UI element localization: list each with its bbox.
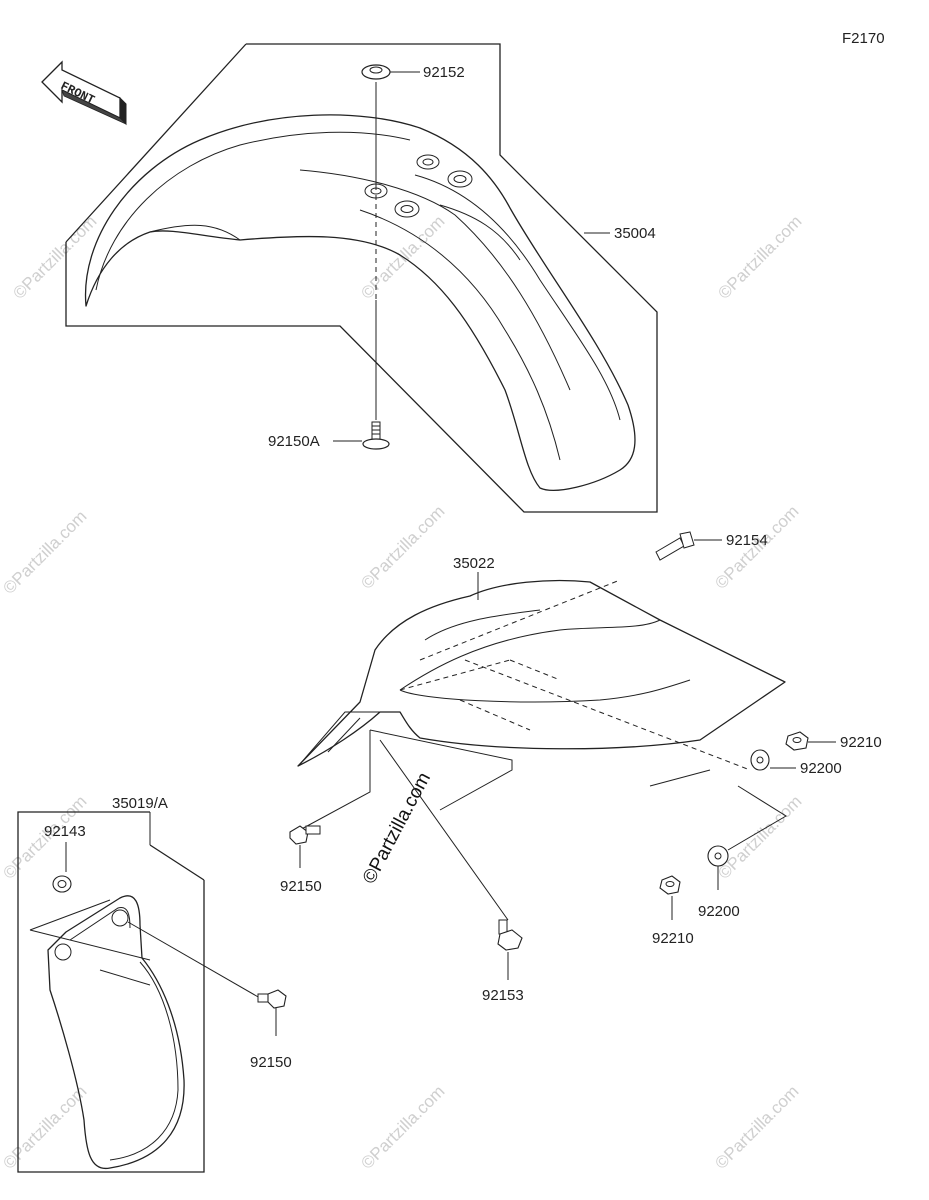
watermark: ©Partzilla.com	[0, 507, 90, 598]
part-label-92152[interactable]: 92152	[423, 64, 465, 81]
nut-icon	[659, 875, 681, 895]
nut-icon	[785, 731, 809, 751]
bolt-icon	[497, 919, 523, 951]
watermark: ©Partzilla.com	[714, 792, 805, 883]
front-fender-group: 92152 92150A 35004	[65, 43, 658, 513]
front-arrow-icon: FRONT	[41, 60, 127, 126]
washer-icon	[750, 749, 770, 771]
bolt-icon	[655, 531, 695, 561]
part-label-35019A[interactable]: 35019/A	[112, 795, 168, 812]
part-label-92153[interactable]: 92153	[482, 987, 524, 1004]
mud-flap-group: 35019/A 92143 92150	[17, 795, 292, 1173]
grommet-icon	[52, 875, 72, 893]
watermark: ©Partzilla.com	[357, 502, 448, 593]
watermark: ©Partzilla.com	[0, 1082, 90, 1173]
mud-flap-body	[47, 895, 185, 1170]
part-label-92200[interactable]: 92200	[800, 760, 842, 777]
watermark: ©Partzilla.com	[711, 1082, 802, 1173]
rear-fender-body	[297, 579, 786, 767]
diagram-id: F2170	[842, 30, 885, 47]
front-fender-frame	[65, 43, 658, 513]
rear-fender-group: 35022 92154 92210 922	[280, 531, 882, 1004]
part-label-92150[interactable]: 92150	[250, 1054, 292, 1071]
part-label-92154[interactable]: 92154	[726, 532, 768, 549]
part-label-92210[interactable]: 92210	[652, 930, 694, 947]
watermark: ©Partzilla.com	[357, 1082, 448, 1173]
part-label-92150A[interactable]: 92150A	[268, 433, 320, 450]
grommet-icon	[361, 64, 391, 80]
part-label-92143[interactable]: 92143	[44, 823, 86, 840]
watermark: ©Partzilla.com	[714, 212, 805, 303]
front-fender-body	[84, 114, 636, 491]
part-label-92210[interactable]: 92210	[840, 734, 882, 751]
part-label-35004[interactable]: 35004	[614, 225, 656, 242]
watermark: ©Partzilla.com	[9, 212, 100, 303]
washer-icon	[707, 845, 729, 867]
watermark-layer: ©Partzilla.com ©Partzilla.com ©Partzilla…	[0, 212, 805, 1173]
part-label-92200[interactable]: 92200	[698, 903, 740, 920]
bolt-icon	[289, 825, 321, 845]
bolt-icon	[362, 421, 390, 450]
part-label-35022[interactable]: 35022	[453, 555, 495, 572]
part-label-92150[interactable]: 92150	[280, 878, 322, 895]
bolt-icon	[257, 989, 287, 1009]
mud-flap-frame	[17, 811, 205, 1173]
